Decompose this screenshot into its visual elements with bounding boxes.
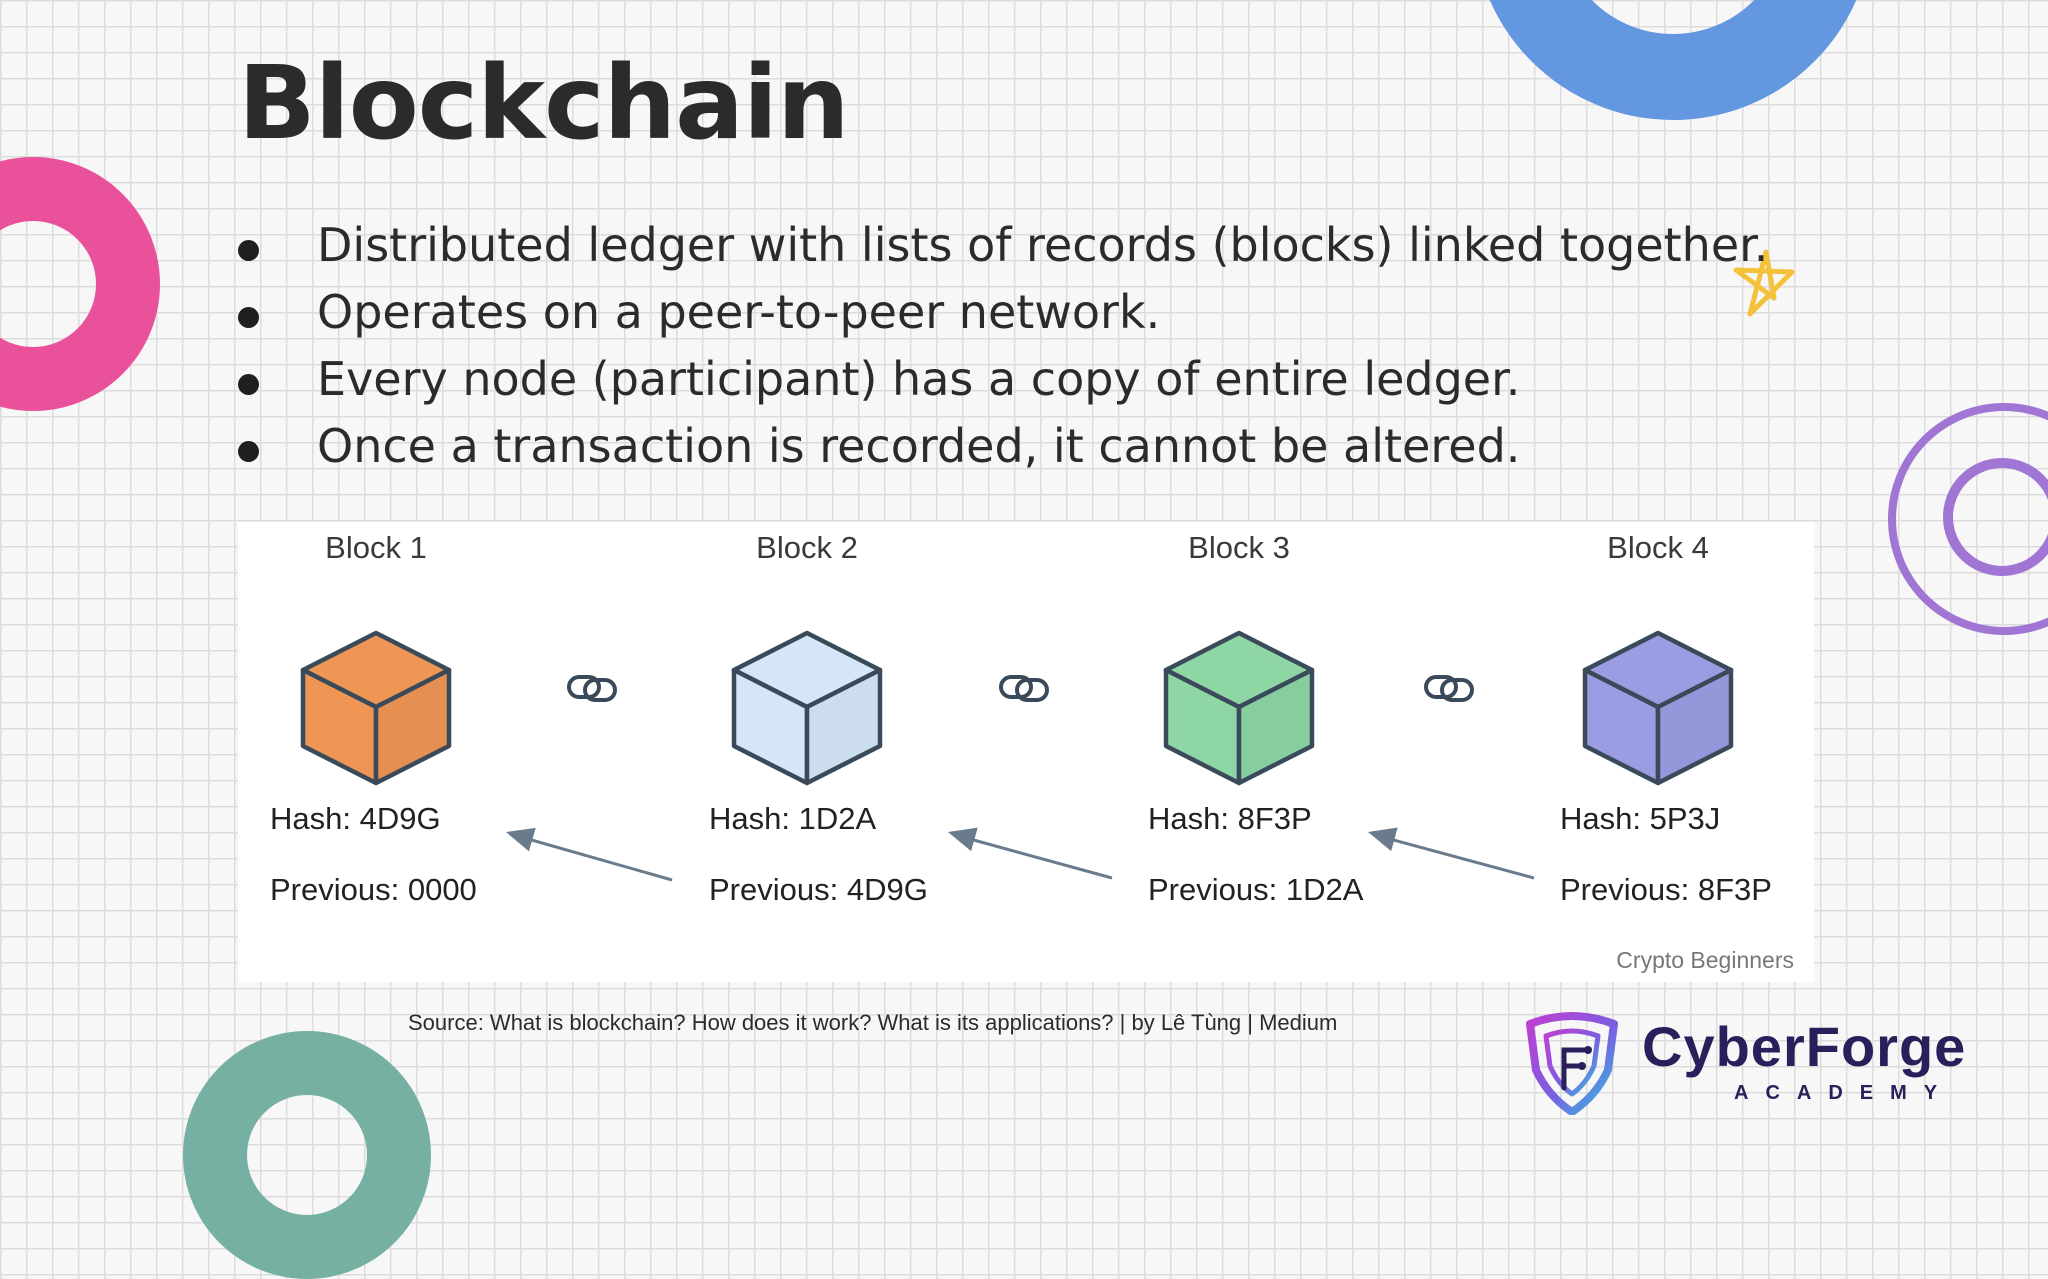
- block-previous: Previous: 0000: [270, 872, 477, 907]
- cube-right-face: [373, 667, 452, 786]
- back-reference-arrow: [1389, 837, 1535, 880]
- bullet-text: Once a transaction is recorded, it canno…: [317, 419, 1521, 473]
- logo-name: CyberForge: [1642, 1015, 1967, 1078]
- chain-link-icon: [567, 675, 601, 699]
- bullet-dot: [238, 374, 259, 395]
- bullet-list: Distributed ledger with lists of records…: [238, 212, 1768, 480]
- chain-link-icon: [999, 675, 1033, 699]
- block-previous: Previous: 4D9G: [709, 872, 928, 907]
- block-label: Block 1: [325, 530, 427, 565]
- bullet-item: Every node (participant) has a copy of e…: [238, 346, 1768, 413]
- block-previous: Previous: 1D2A: [1148, 872, 1364, 907]
- chain-link-icon: [583, 678, 617, 702]
- cube-right-face: [1236, 667, 1315, 786]
- block-hash: Hash: 4D9G: [270, 801, 441, 836]
- chain-link-icon: [1424, 675, 1458, 699]
- bullet-dot: [238, 307, 259, 328]
- back-reference-arrow: [527, 837, 673, 882]
- chain-link-icon: [1015, 678, 1049, 702]
- arrow-head: [948, 827, 978, 852]
- block-hash: Hash: 8F3P: [1148, 801, 1312, 836]
- bullet-text: Every node (participant) has a copy of e…: [317, 352, 1521, 406]
- block-previous: Previous: 8F3P: [1560, 872, 1772, 907]
- bullet-text: Distributed ledger with lists of records…: [317, 218, 1769, 272]
- arrow-head: [506, 827, 536, 852]
- bullet-item: Once a transaction is recorded, it canno…: [238, 413, 1768, 480]
- decorative-ring-pink: [0, 157, 160, 411]
- bullet-dot: [238, 240, 259, 261]
- bullet-item: Distributed ledger with lists of records…: [238, 212, 1768, 279]
- back-reference-arrow: [969, 837, 1113, 880]
- block-hash: Hash: 1D2A: [709, 801, 876, 836]
- cube-right-face: [804, 667, 883, 786]
- logo-subtitle: ACADEMY: [1734, 1082, 1955, 1104]
- diagram-credit: Crypto Beginners: [1616, 947, 1794, 973]
- source-citation: Source: What is blockchain? How does it …: [408, 1010, 1338, 1035]
- slide-title: Blockchain: [238, 44, 850, 163]
- cyberforge-logo: CyberForge ACADEMY: [1522, 1010, 2022, 1120]
- bullet-dot: [238, 441, 259, 462]
- star-doodle-icon: [1733, 249, 1795, 317]
- decorative-ring-blue: [1473, 0, 1873, 120]
- cube-right-face: [1655, 667, 1734, 786]
- block-label: Block 2: [756, 530, 858, 565]
- shield-logo-icon: [1526, 1012, 1618, 1115]
- block-label: Block 4: [1607, 530, 1709, 565]
- blockchain-diagram-canvas: Block 1 Hash: 4D9G Previous: 0000 Block 2 Ha…: [270, 530, 1794, 973]
- blockchain-diagram: Block 1 Hash: 4D9G Previous: 0000 Block 2 Ha…: [238, 522, 1814, 982]
- block-hash: Hash: 5P3J: [1560, 801, 1720, 836]
- decorative-ring-green: [183, 1031, 431, 1279]
- arrow-head: [1368, 827, 1398, 852]
- block-label: Block 3: [1188, 530, 1290, 565]
- chain-link-icon: [1440, 678, 1474, 702]
- bullet-text: Operates on a peer-to-peer network.: [317, 285, 1161, 339]
- bullet-item: Operates on a peer-to-peer network.: [238, 279, 1768, 346]
- decorative-ring-purple-inner: [1943, 458, 2048, 576]
